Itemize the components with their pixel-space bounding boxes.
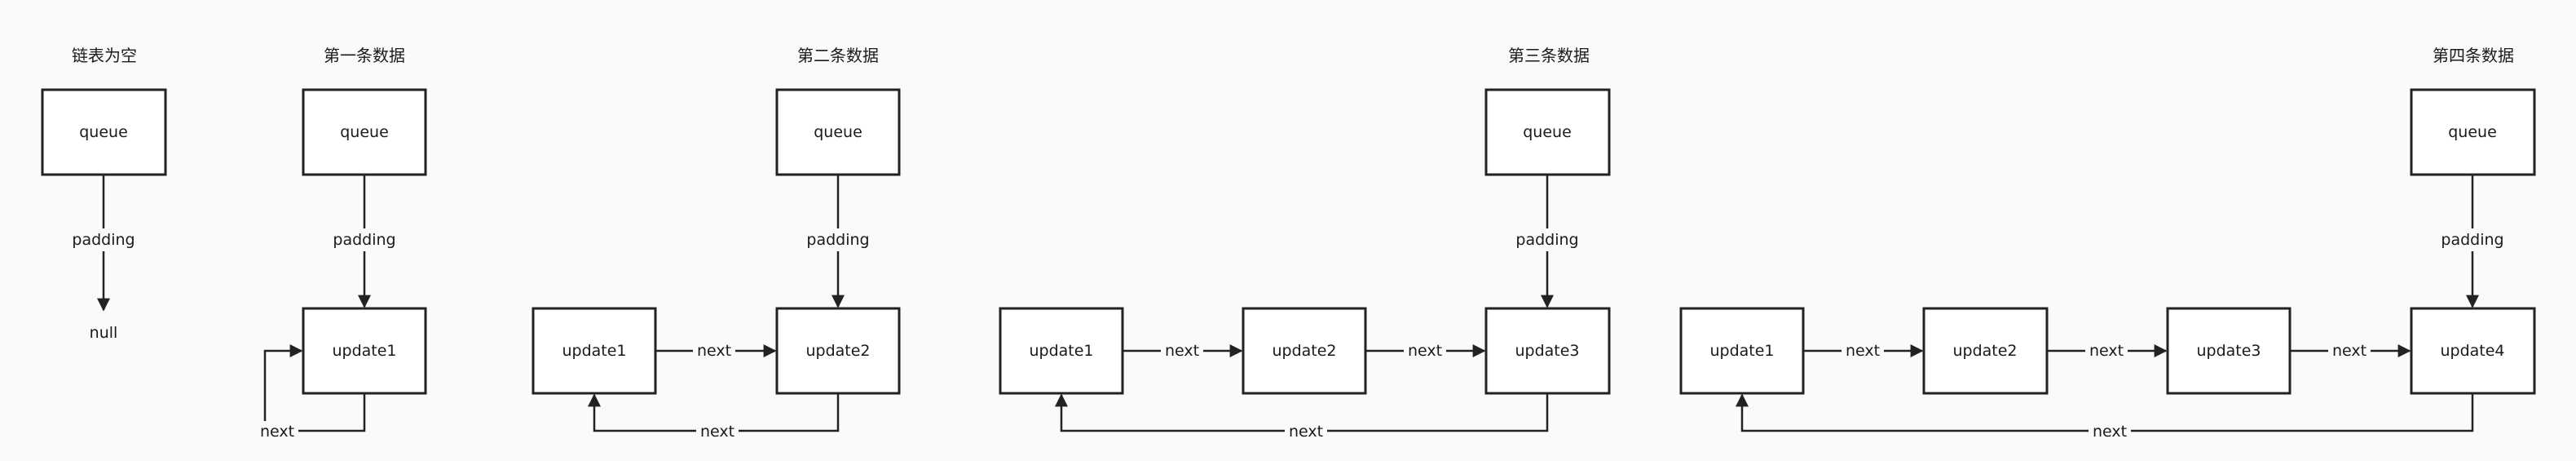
update1-node-third: update1 xyxy=(999,307,1124,395)
next-label-fourth-2-3: next xyxy=(2089,342,2124,360)
update2-node-second: update2 xyxy=(775,307,901,395)
queue-label: queue xyxy=(79,123,128,141)
queue-node-second: queue xyxy=(775,88,901,176)
update1-label: update1 xyxy=(562,342,626,360)
title-empty: 链表为空 xyxy=(72,46,137,65)
next-label-third-1-2: next xyxy=(1165,342,1199,360)
next-label-fourth-3-4: next xyxy=(2332,342,2366,360)
update1-label: update1 xyxy=(1029,342,1093,360)
update2-node-third: update2 xyxy=(1242,307,1367,395)
update3-label: update3 xyxy=(2196,342,2261,360)
title-second: 第二条数据 xyxy=(797,46,879,65)
update2-label: update2 xyxy=(1272,342,1336,360)
title-first: 第一条数据 xyxy=(324,46,405,65)
update4-label: update4 xyxy=(2440,342,2504,360)
update1-node-first: update1 xyxy=(302,307,427,395)
queue-label: queue xyxy=(2448,123,2497,141)
padding-label-second: padding xyxy=(806,231,869,249)
next-label-fourth-1-2: next xyxy=(1846,342,1880,360)
next-label-fourth-loop: next xyxy=(2093,423,2127,441)
queue-node-first: queue xyxy=(302,88,427,176)
update3-node-fourth: update3 xyxy=(2166,307,2291,395)
update1-label: update1 xyxy=(1709,342,1774,360)
padding-label-third: padding xyxy=(1515,231,1578,249)
next-label-third-2-3: next xyxy=(1408,342,1442,360)
update3-node-third: update3 xyxy=(1484,307,1611,395)
next-label-first: next xyxy=(260,423,294,441)
update1-node-fourth: update1 xyxy=(1679,307,1805,395)
update1-node-second: update1 xyxy=(532,307,657,395)
padding-label-empty: padding xyxy=(72,231,135,249)
update2-node-fourth: update2 xyxy=(1922,307,2049,395)
padding-label-fourth: padding xyxy=(2441,231,2503,249)
title-third: 第三条数据 xyxy=(1508,46,1590,65)
next-label-second-1-2: next xyxy=(697,342,731,360)
update2-label: update2 xyxy=(805,342,870,360)
queue-node-third: queue xyxy=(1484,88,1611,176)
update4-node-fourth: update4 xyxy=(2410,307,2536,395)
null-label: null xyxy=(90,324,118,342)
next-label-third-loop: next xyxy=(1289,423,1323,441)
queue-label: queue xyxy=(1523,123,1572,141)
queue-label: queue xyxy=(340,123,389,141)
next-label-second-loop: next xyxy=(700,423,734,441)
title-fourth: 第四条数据 xyxy=(2433,46,2514,65)
update3-label: update3 xyxy=(1515,342,1579,360)
update2-label: update2 xyxy=(1952,342,2017,360)
queue-label: queue xyxy=(814,123,862,141)
padding-label-first: padding xyxy=(333,231,395,249)
queue-node-fourth: queue xyxy=(2410,88,2536,176)
queue-node-empty: queue xyxy=(41,88,167,176)
update1-label: update1 xyxy=(332,342,396,360)
